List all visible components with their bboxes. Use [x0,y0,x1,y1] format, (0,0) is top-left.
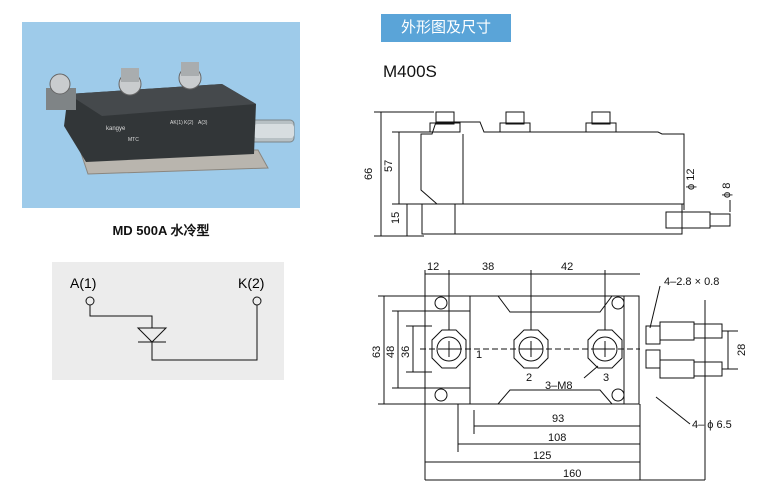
cathode-label: K(2) [238,275,264,291]
product-photo: kangye MTC AK(1) K(2) A(3) [22,22,300,208]
dim-pitch-2: 42 [561,261,573,273]
terminal-2-label: 2 [526,372,532,384]
terminal-1-label: 1 [476,349,482,361]
dim-width-36: 36 [400,346,412,358]
dim-pipe-spacing: 28 [736,344,748,356]
dim-len-125: 125 [533,450,551,462]
dim-offset: 12 [427,261,439,273]
photo-caption: MD 500A 水冷型 [112,223,210,238]
dim-width-63: 63 [371,346,383,358]
dim-body-height: 57 [383,160,395,172]
module-terminal-label-2: K(2) [184,120,194,126]
dim-pitch-1: 38 [482,261,494,273]
dim-len-160: 160 [563,468,581,480]
dim-len-108: 108 [548,432,566,444]
terminal-3-label: 3 [603,372,609,384]
module-terminal-label-3: A(3) [198,120,208,126]
module-brand: kangye [106,126,126,132]
diode-symbol-icon [136,327,168,343]
dim-total-height: 66 [363,168,375,180]
circuit-schematic: A(1) K(2) [52,262,284,380]
dim-base-height: 15 [390,212,402,224]
section-title: 外形图及尺寸 [381,14,511,42]
anode-label: A(1) [70,275,96,291]
dim-width-48: 48 [385,346,397,358]
dim-mount-holes: 4– ϕ 6.5 [692,419,732,431]
module-illustration: kangye MTC AK(1) K(2) A(3) [22,22,300,208]
dim-pipe-inner: ϕ 8 [721,183,733,198]
screw-spec-label: 3–M8 [545,380,573,392]
module-code: MTC [128,137,139,143]
module-terminal-label-1: AK(1) [170,120,183,126]
dim-slot: 4–2.8 × 0.8 [664,276,719,288]
dim-pipe-outer: ϕ 12 [685,169,697,190]
model-label: M400S [383,62,437,81]
dim-len-93: 93 [552,413,564,425]
